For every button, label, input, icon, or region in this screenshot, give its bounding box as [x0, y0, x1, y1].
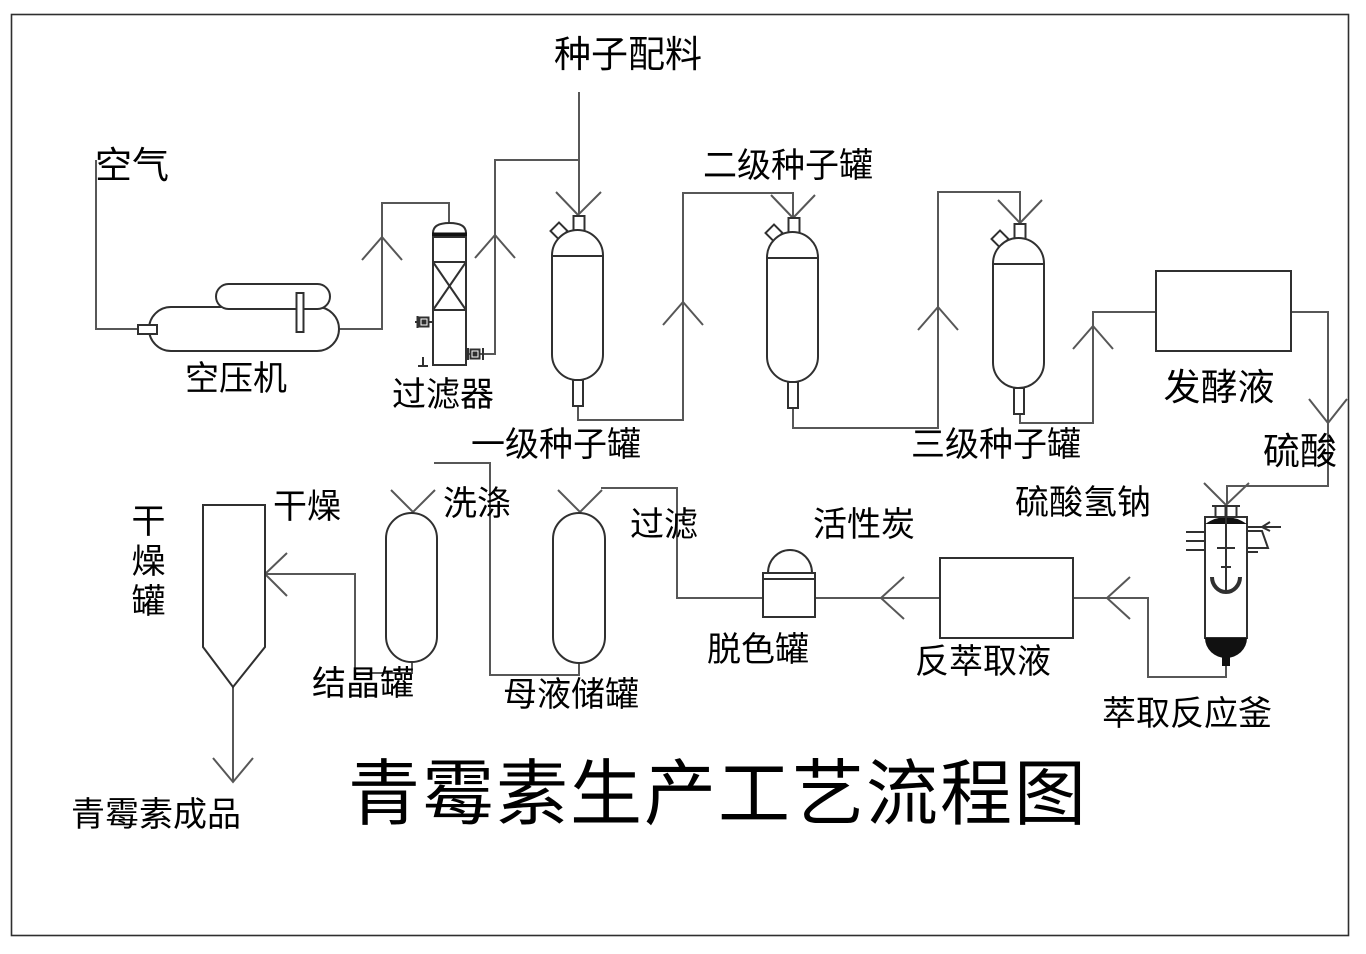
label-drying: 干燥 — [273, 489, 341, 526]
line-fermentation-to-reactor — [1226, 311, 1329, 504]
label-activated-carbon: 活性炭 — [813, 507, 915, 544]
filter-dome — [432, 221, 467, 238]
label-extraction-reactor: 萃取反应釜 — [1102, 696, 1272, 733]
arrow-left-backextract — [1105, 576, 1131, 620]
label-drying-tank: 干燥罐 — [126, 503, 163, 623]
reactor-top-flange — [1214, 505, 1227, 518]
label-washing: 洗涤 — [443, 486, 511, 523]
label-compressor: 空压机 — [185, 361, 287, 398]
line-compressor-to-filter — [338, 202, 450, 330]
label-decolor-tank: 脱色罐 — [707, 632, 809, 669]
arrow-up-filter-seed1 — [474, 233, 516, 259]
line-seed1-to-seed2 — [577, 192, 794, 421]
line-reactor-to-backextract — [1073, 597, 1227, 678]
extraction-reactor — [1186, 505, 1281, 666]
air-filter — [415, 221, 484, 367]
mother-liquor-tank — [552, 512, 606, 664]
arrow-left-decolor — [879, 576, 905, 620]
arrow-down-product — [212, 757, 254, 784]
pipe-lines — [95, 92, 1348, 784]
label-seed-tank-3: 三级种子罐 — [911, 427, 1081, 464]
reactor-impeller — [1210, 576, 1242, 594]
seed-tank-2 — [764, 217, 819, 409]
line-motherliquor-to-crystallizer — [434, 462, 580, 676]
arrow-up-seed1-seed2 — [662, 300, 704, 326]
reactor-right-chute — [1247, 530, 1270, 549]
arrow-up-seed3-fermentation — [1072, 324, 1114, 350]
line-crystallizer-to-dryer — [265, 573, 413, 674]
line-decolor-to-motherliquor — [601, 487, 763, 599]
arrow-up-seed2-seed3 — [917, 305, 959, 331]
line-air-inlet — [95, 160, 139, 330]
reactor-bottom-head — [1205, 638, 1247, 658]
label-filtration: 过滤 — [630, 507, 698, 544]
label-final-product: 青霉素成品 — [71, 797, 241, 834]
line-seed3-to-fermentation — [1019, 311, 1156, 424]
label-sodium-bisulfate: 硫酸氢钠 — [1015, 485, 1151, 522]
label-seed-tank-1: 一级种子罐 — [471, 427, 641, 464]
label-seed-feed: 种子配料 — [554, 35, 702, 76]
air-compressor — [137, 283, 340, 352]
drying-tank — [202, 504, 266, 689]
label-mother-liquor-tank: 母液储罐 — [503, 677, 639, 714]
arrow-down-motherliquor — [557, 489, 603, 514]
compressor-inlet-nozzle — [137, 324, 158, 335]
label-filter: 过滤器 — [392, 377, 494, 414]
seed-tank-3 — [990, 223, 1045, 415]
label-crystallizer-tank: 结晶罐 — [312, 666, 414, 703]
diagram-title: 青霉素生产工艺流程图 — [347, 755, 1089, 835]
label-sulfuric-acid: 硫酸 — [1263, 432, 1337, 473]
arrow-down-sulfuric-acid — [1308, 398, 1348, 425]
arrow-down-crystallizer — [390, 489, 436, 514]
decolor-dome — [767, 549, 813, 574]
fermentation-box — [1155, 270, 1292, 352]
label-back-extract: 反萃取液 — [915, 644, 1051, 681]
page-border — [10, 13, 1350, 937]
label-fermentation-broth: 发酵液 — [1163, 368, 1275, 409]
line-seed2-to-seed3 — [792, 191, 1021, 429]
reactor-side-arrow — [1259, 521, 1271, 532]
reactor-outlet-nozzle — [1222, 656, 1230, 666]
crystallizer-tank — [385, 512, 438, 663]
label-seed-tank-2: 二级种子罐 — [703, 148, 873, 185]
decolor-tank — [762, 549, 816, 618]
arrow-up-compressor-filter — [361, 235, 403, 261]
back-extract-box — [939, 557, 1074, 639]
label-air: 空气 — [95, 146, 169, 187]
seed-tank-1 — [549, 215, 604, 407]
